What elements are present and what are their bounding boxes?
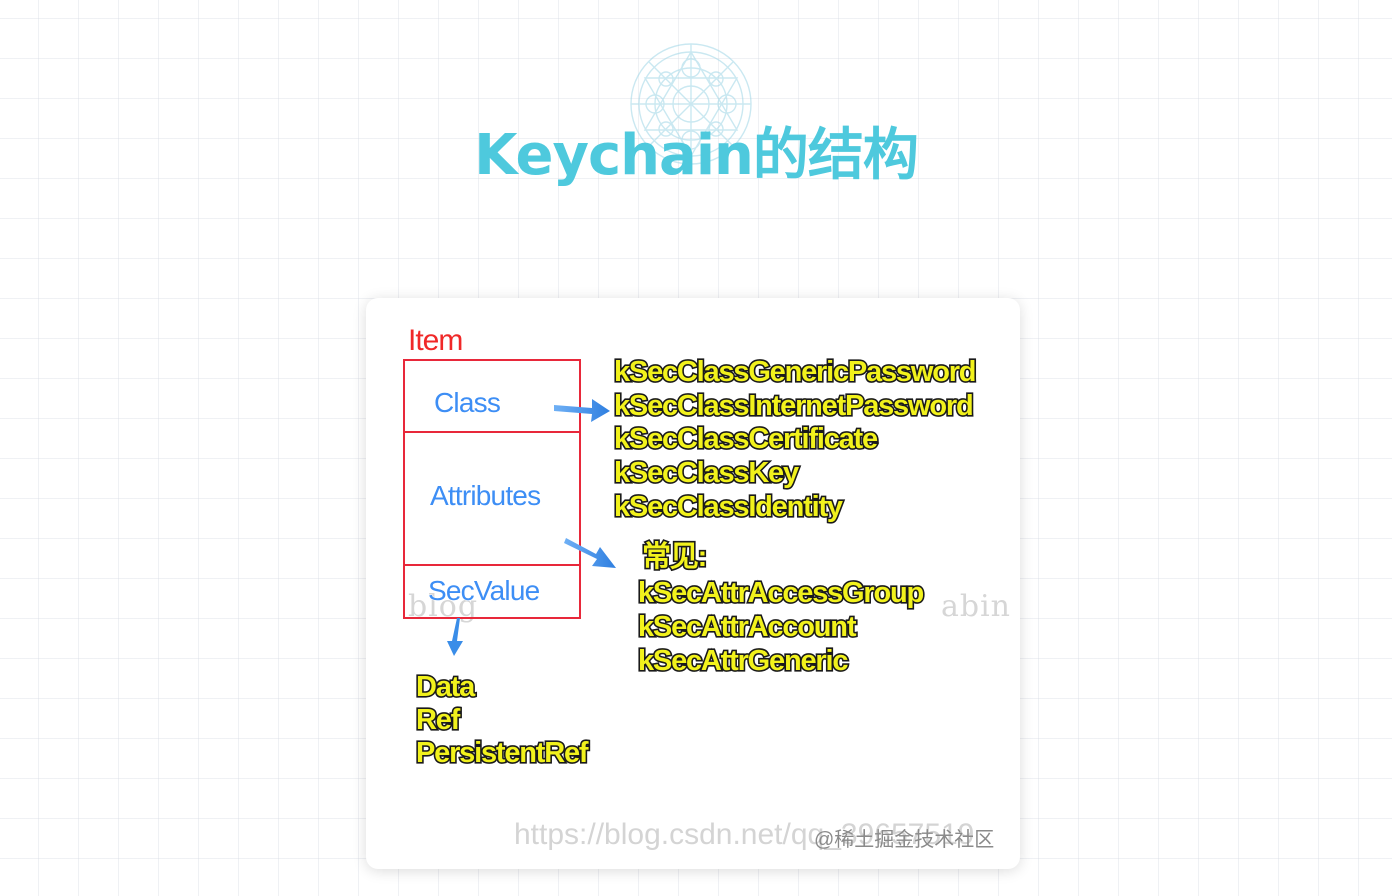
- class-value-item: kSecClassCertificate: [614, 423, 878, 455]
- watermark-bottom-site: @稀土掘金技术社区: [814, 828, 994, 851]
- secvalue-value-item: PersistentRef: [416, 737, 589, 769]
- class-value-item: kSecClassIdentity: [614, 491, 843, 523]
- attr-value-item: kSecAttrAccessGroup: [638, 577, 924, 609]
- arrow-secvalue-to-values: [447, 618, 463, 656]
- arrow-attributes-to-values: [564, 538, 616, 568]
- class-values-list: kSecClassGenericPassword kSecClassIntern…: [612, 354, 978, 524]
- attr-value-item: kSecAttrGeneric: [638, 645, 848, 677]
- class-value-item: kSecClassKey: [614, 457, 799, 489]
- circular-seal-icon: [630, 43, 752, 165]
- page-title: Keychain的结构: [474, 123, 919, 188]
- diagram-image: blog abin https://blog.csdn.net/qq_39657…: [366, 298, 1020, 869]
- attr-heading: 常见:: [642, 540, 706, 573]
- section-attributes-label: Attributes: [430, 480, 540, 511]
- section-secvalue-label: SecValue: [428, 575, 540, 606]
- secvalue-value-item: Ref: [416, 704, 461, 736]
- item-box: [403, 359, 581, 619]
- arrow-class-to-values: [554, 399, 610, 422]
- secvalue-value-item: Data: [416, 671, 476, 703]
- title-area: Keychain的结构: [0, 40, 1392, 190]
- attr-value-item: kSecAttrAccount: [638, 611, 857, 643]
- watermark-bottom-url: https://blog.csdn.net/qq_39657519: [514, 818, 974, 851]
- secvalue-values-list: Data Ref PersistentRef: [414, 669, 591, 770]
- item-box-outline: [403, 359, 581, 619]
- item-label: Item: [408, 324, 462, 357]
- keychain-structure-diagram: blog abin https://blog.csdn.net/qq_39657…: [403, 324, 1011, 851]
- class-value-item: kSecClassGenericPassword: [614, 356, 975, 388]
- section-class-label: Class: [434, 387, 500, 418]
- class-value-item: kSecClassInternetPassword: [614, 390, 972, 422]
- attr-values-list: 常见: kSecAttrAccessGroup kSecAttrAccount …: [636, 538, 926, 678]
- watermark-mid-right: abin: [941, 589, 1011, 624]
